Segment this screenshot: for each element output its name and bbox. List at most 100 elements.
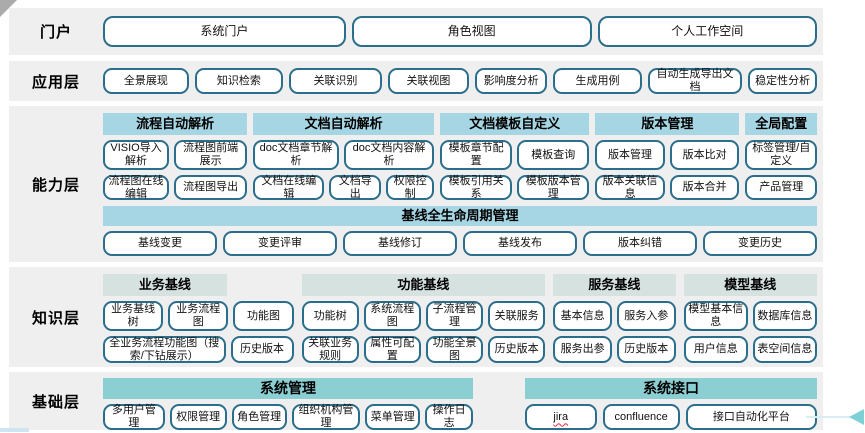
module-chip: VISIO导入解析	[103, 140, 170, 170]
module-chip-jira: jira	[525, 404, 597, 430]
module-chip: 子流程管理	[425, 301, 484, 331]
group-header: 系统管理	[103, 378, 473, 399]
group-row: 关联业务规则 属性可配置 功能全景图 历史版本	[301, 336, 546, 363]
module-chip: 版本纠错	[583, 231, 697, 256]
module-chip: 权限控制	[386, 175, 435, 200]
base-groups: 系统管理 多用户管理 权限管理 角色管理 组织机构管理 菜单管理 操作日志 系统…	[103, 378, 818, 430]
module-chip: 模板引用关系	[440, 175, 513, 200]
group-header: 文档自动解析	[253, 113, 435, 135]
module-chip: 组织机构管理	[291, 404, 361, 430]
group-row: 模型基本信息 数据库信息	[683, 301, 818, 331]
module-chip: 功能全景图	[425, 336, 484, 363]
base-groups-gap	[473, 378, 525, 430]
knowledge-content: 业务基线 业务基线树 业务流程图 功能图 全业务流程功能图（搜索/下钻展示） 历…	[103, 267, 823, 367]
group-business-baseline: 业务基线 业务基线树 业务流程图 功能图 全业务流程功能图（搜索/下钻展示） 历…	[103, 274, 294, 363]
left-arrow-icon	[849, 409, 864, 425]
module-chip: 操作日志	[425, 404, 473, 430]
baseline-lifecycle-header: 基线全生命周期管理	[103, 206, 817, 226]
arrow-line-decoration	[806, 416, 850, 418]
group-row: 功能树 系统流程图 子流程管理 关联服务	[301, 301, 546, 331]
module-chip-confluence: confluence	[602, 404, 680, 430]
module-chip: 系统流程图	[363, 301, 421, 331]
module-chip: 关联视图	[387, 68, 470, 94]
group-header: 系统接口	[525, 378, 817, 399]
module-chip: 流程图前端展示	[174, 140, 248, 170]
layer-band-base: 基础层 系统管理 多用户管理 权限管理 角色管理 组织机构管理 菜单管理 操作日…	[9, 372, 823, 430]
layer-label-knowledge: 知识层	[31, 309, 80, 327]
module-chip: 表空间信息	[752, 336, 818, 363]
group-row: jira confluence 接口自动化平台	[525, 404, 818, 430]
group-template-custom: 文档模板自定义 模板章节配置 模板查询 模板引用关系 模板版本管理	[440, 113, 590, 200]
application-content: 全景展现 知识检索 关联识别 关联视图 影响度分析 生成用例 自动生成导出文档 …	[103, 61, 823, 101]
group-model-baseline: 模型基线 模型基本信息 数据库信息 用户信息 表空间信息	[683, 274, 818, 363]
module-chip: 历史版本	[488, 336, 546, 363]
module-chip: 权限管理	[169, 404, 227, 430]
module-chip: 历史版本	[230, 336, 294, 363]
module-chip: 基本信息	[553, 301, 612, 331]
module-chip: 变更评审	[223, 231, 337, 256]
module-chip: 系统门户	[103, 16, 346, 47]
module-chip: doc文档章节解析	[253, 140, 339, 170]
module-chip: 流程图导出	[174, 175, 248, 200]
group-row: 多用户管理 权限管理 角色管理 组织机构管理 菜单管理 操作日志	[103, 404, 473, 430]
layer-label-base: 基础层	[31, 393, 80, 411]
group-row: 文档在线编辑 文档导出 权限控制	[253, 175, 435, 200]
group-function-baseline: 功能基线 功能树 系统流程图 子流程管理 关联服务 关联业务规则 属性可配置 功…	[301, 274, 546, 363]
module-chip: 版本关联信息	[595, 175, 665, 200]
module-chip: 流程图在线编辑	[103, 175, 170, 200]
module-chip: 菜单管理	[365, 404, 421, 430]
module-chip: 多用户管理	[103, 404, 165, 430]
group-version-mgmt: 版本管理 版本管理 版本比对 版本关联信息 版本合并	[595, 113, 740, 200]
group-doc-parse: 文档自动解析 doc文档章节解析 doc文档内容解析 文档在线编辑 文档导出 权…	[253, 113, 435, 200]
layer-label-application: 应用层	[31, 73, 80, 91]
layer-band-application: 应用层 全景展现 知识检索 关联识别 关联视图 影响度分析 生成用例 自动生成导…	[9, 61, 823, 101]
layer-label-portal: 门户	[39, 24, 72, 41]
group-row: 产品管理	[745, 175, 818, 200]
module-chip: 角色视图	[351, 16, 592, 47]
module-chip: 关联识别	[289, 68, 382, 94]
module-chip: 用户信息	[683, 336, 748, 363]
module-chip: 服务入参	[616, 301, 676, 331]
group-header: 功能基线	[301, 274, 546, 296]
group-row: 服务出参 历史版本	[553, 336, 676, 363]
module-chip: 关联服务	[488, 301, 546, 331]
module-chip: 版本管理	[595, 140, 665, 170]
group-row: 模板引用关系 模板版本管理	[440, 175, 590, 200]
baseline-row: 基线变更 变更评审 基线修订 基线发布 版本纠错 变更历史	[103, 231, 817, 256]
module-chip: 文档导出	[329, 175, 382, 200]
module-chip: 历史版本	[616, 336, 676, 363]
group-row: doc文档章节解析 doc文档内容解析	[253, 140, 435, 170]
layer-band-knowledge: 知识层 业务基线 业务基线树 业务流程图 功能图 全业务流程功能图（搜索/下钻展…	[9, 267, 823, 367]
module-chip: 功能树	[301, 301, 359, 331]
module-chip: 数据库信息	[752, 301, 818, 331]
group-system-mgmt: 系统管理 多用户管理 权限管理 角色管理 组织机构管理 菜单管理 操作日志	[103, 378, 473, 430]
module-chip: 角色管理	[231, 404, 287, 430]
group-row: 全业务流程功能图（搜索/下钻展示） 历史版本	[103, 336, 294, 363]
group-header: 服务基线	[553, 274, 676, 296]
module-chip: 自动生成导出文档	[647, 68, 743, 94]
module-chip: 版本合并	[669, 175, 740, 200]
module-chip: 版本比对	[669, 140, 740, 170]
group-process-parse: 流程自动解析 VISIO导入解析 流程图前端展示 流程图在线编辑 流程图导出	[103, 113, 248, 200]
bottom-edge-decoration	[0, 428, 29, 432]
module-chip: doc文档内容解析	[343, 140, 435, 170]
group-service-baseline: 服务基线 基本信息 服务入参 服务出参 历史版本	[553, 274, 676, 363]
group-row: 业务基线树 业务流程图 功能图	[103, 301, 294, 331]
module-chip: 全景展现	[103, 68, 189, 94]
knowledge-groups: 业务基线 业务基线树 业务流程图 功能图 全业务流程功能图（搜索/下钻展示） 历…	[103, 274, 818, 363]
module-chip: 业务基线树	[103, 301, 164, 331]
group-row: 版本关联信息 版本合并	[595, 175, 740, 200]
group-row: 模板章节配置 模板查询	[440, 140, 590, 170]
module-chip: 业务流程图	[168, 301, 229, 331]
module-chip: 模板查询	[517, 140, 590, 170]
group-row: 版本管理 版本比对	[595, 140, 740, 170]
module-chip: 模板版本管理	[517, 175, 590, 200]
module-chip: 全业务流程功能图（搜索/下钻展示）	[103, 336, 226, 363]
capability-content: 流程自动解析 VISIO导入解析 流程图前端展示 流程图在线编辑 流程图导出 文…	[103, 106, 823, 262]
module-chip: 关联业务规则	[301, 336, 359, 363]
portal-content: 系统门户 角色视图 个人工作空间	[103, 8, 823, 55]
group-header: 业务基线	[103, 274, 227, 296]
module-chip: 变更历史	[703, 231, 817, 256]
group-row: 用户信息 表空间信息	[683, 336, 818, 363]
